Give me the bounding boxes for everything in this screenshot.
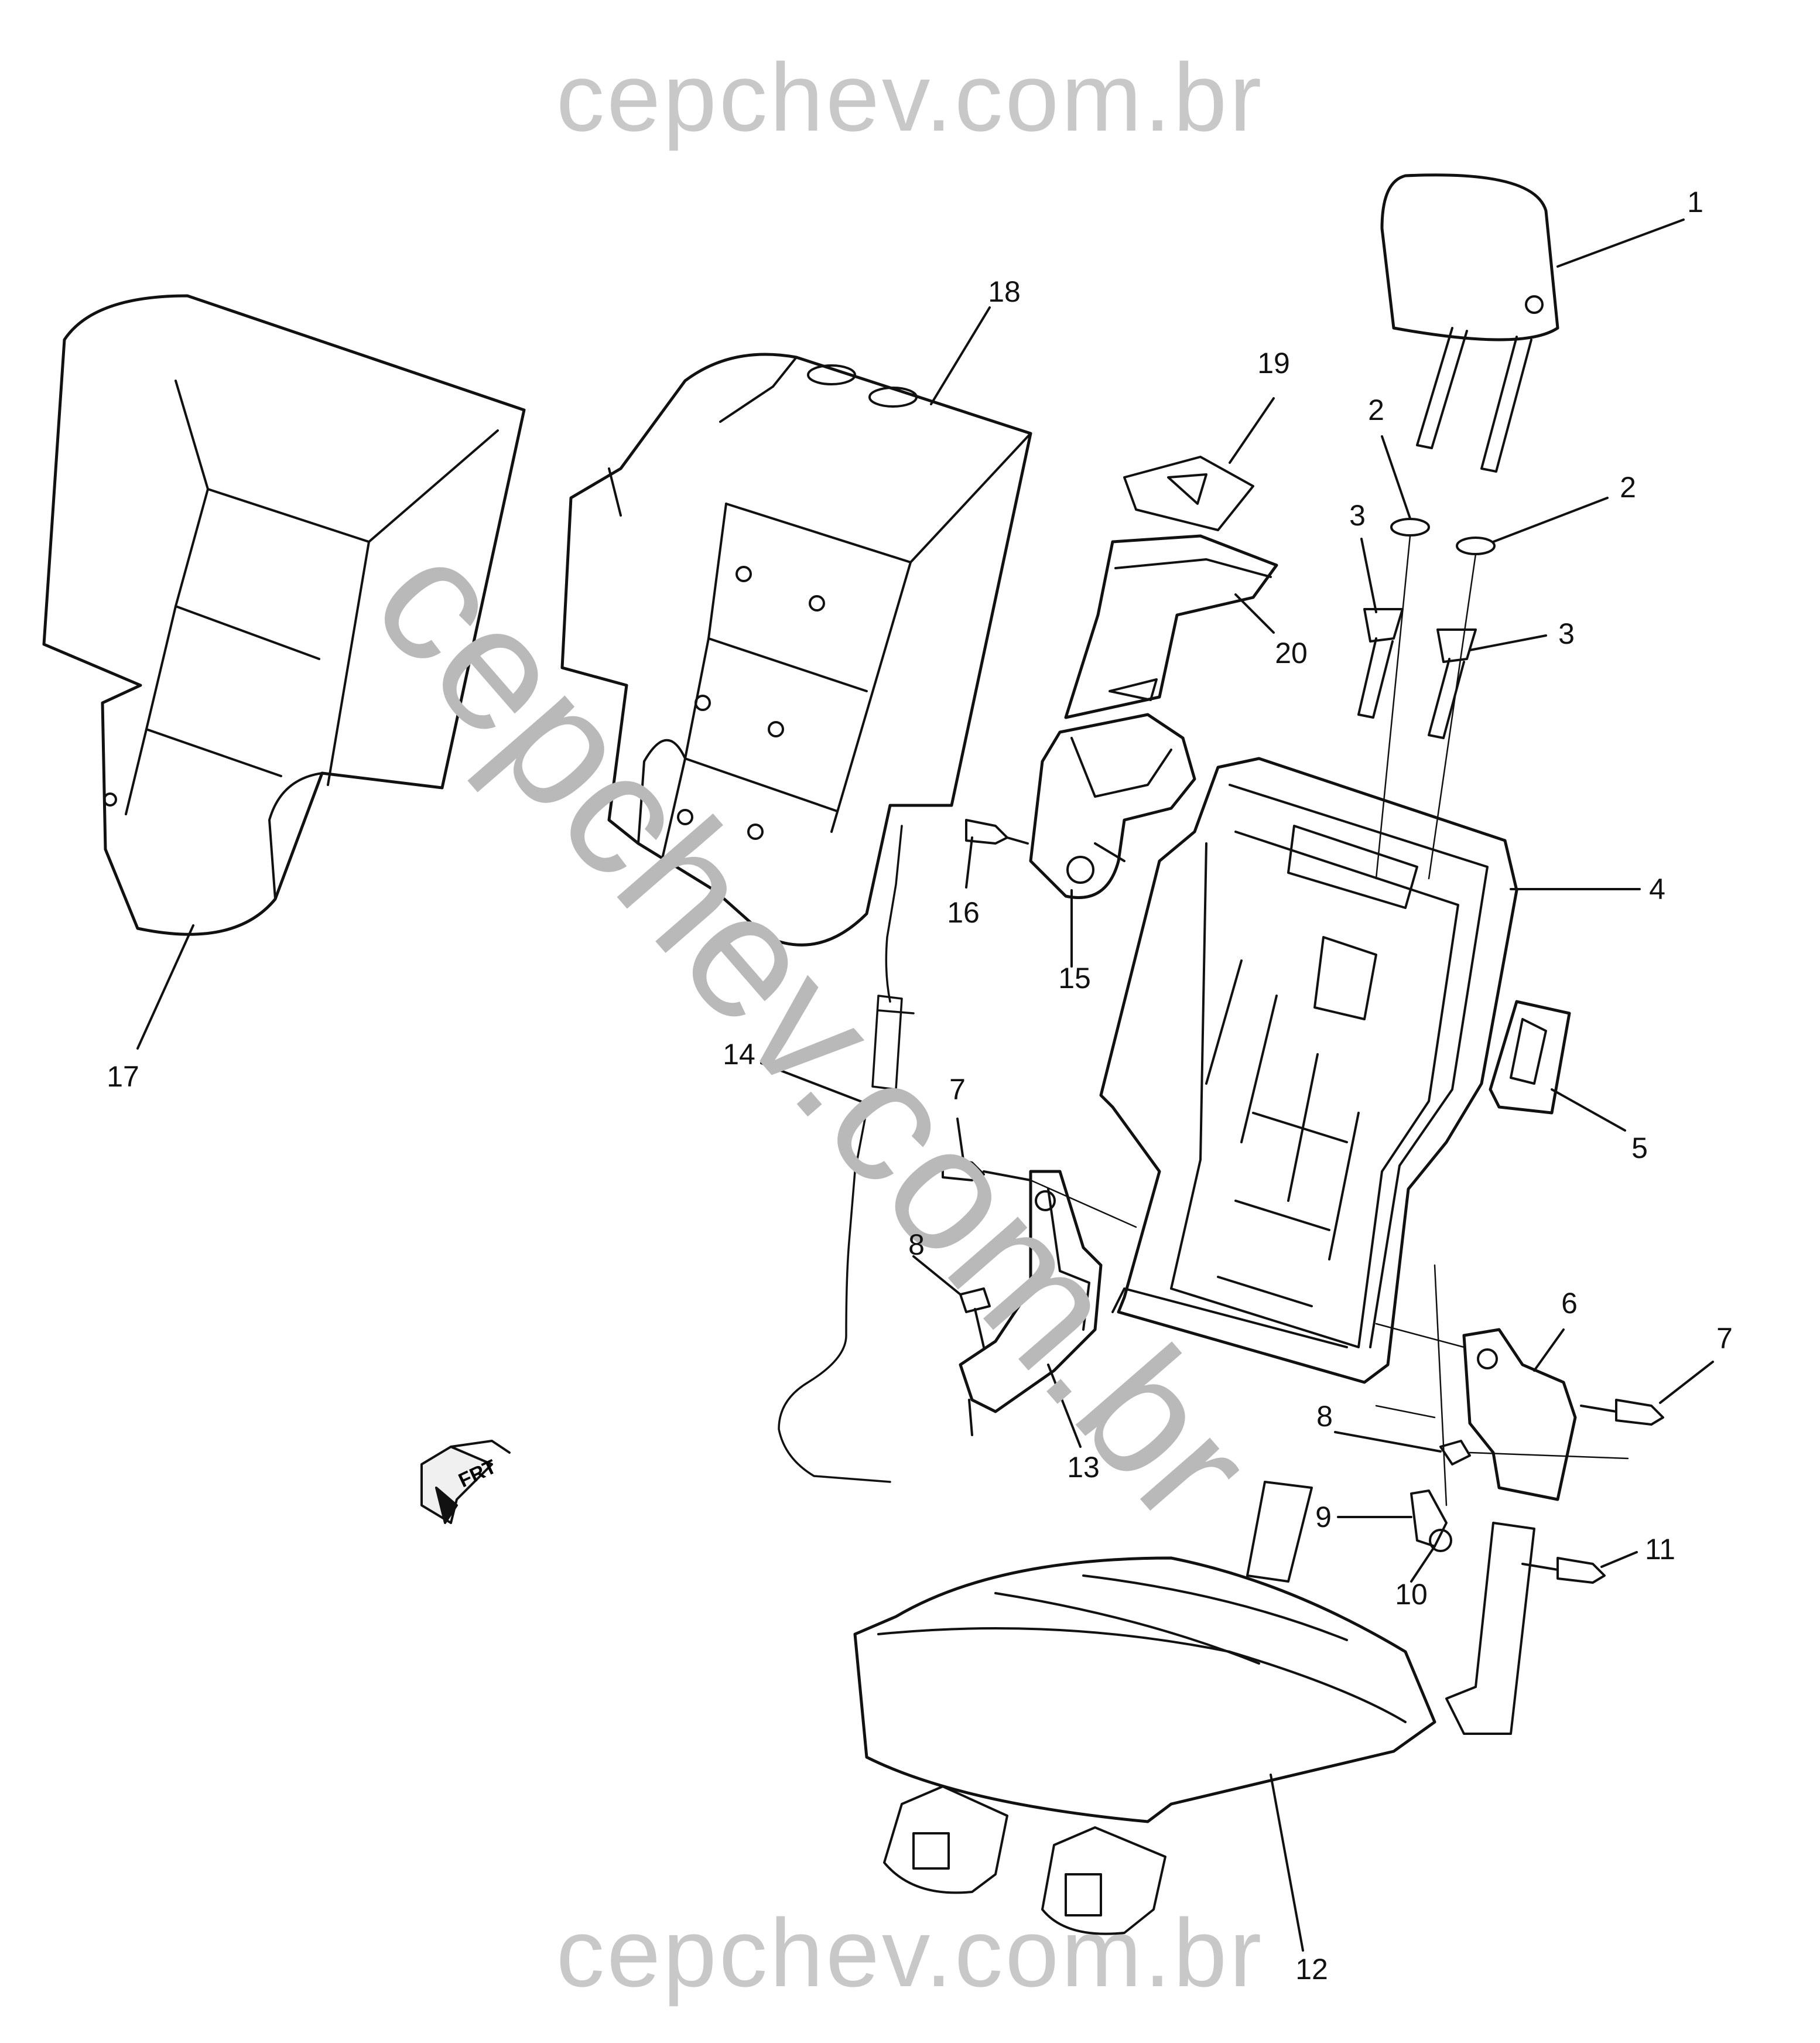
callout-3b: 3	[1558, 617, 1575, 650]
callout-2a: 2	[1368, 394, 1384, 426]
callout-18: 18	[988, 275, 1021, 308]
side-panel	[1489, 1000, 1571, 1115]
callout-7a: 7	[949, 1073, 966, 1106]
front-direction-arrow-icon	[420, 1440, 511, 1524]
pivot-bolt-right	[1580, 1399, 1664, 1426]
latch-cover	[1064, 534, 1278, 719]
seat-cushion	[853, 1481, 1535, 1935]
bolt-lower-right	[1521, 1557, 1606, 1584]
bolt-right	[1439, 1440, 1629, 1465]
callout-9: 9	[1315, 1501, 1332, 1533]
callout-15: 15	[1058, 962, 1091, 995]
callout-10: 10	[1395, 1578, 1428, 1611]
callout-2b: 2	[1620, 471, 1636, 504]
nut	[1429, 1529, 1452, 1552]
latch-assembly	[1029, 713, 1196, 899]
callout-12: 12	[1295, 1953, 1328, 1986]
seat-back-pad	[560, 353, 1032, 947]
bolt-upper	[965, 819, 1029, 845]
pivot-bolt-left	[942, 1156, 1032, 1181]
frt-label: FRT	[455, 1456, 500, 1492]
callout-14: 14	[723, 1038, 755, 1071]
headrest-guides	[1357, 608, 1477, 739]
callout-4: 4	[1649, 873, 1665, 906]
escutcheon	[1123, 456, 1254, 531]
callout-6: 6	[1561, 1287, 1578, 1320]
watermark-top: cepchev.com.br	[556, 43, 1264, 151]
callout-1: 1	[1687, 186, 1703, 218]
head-restraint	[1380, 173, 1559, 473]
callout-7b: 7	[1716, 1322, 1733, 1355]
callout-17: 17	[107, 1060, 139, 1093]
release-cable	[778, 825, 915, 1483]
callout-20: 20	[1275, 637, 1308, 669]
seat-back-frame	[1099, 757, 1518, 1384]
callout-13: 13	[1067, 1451, 1100, 1484]
callout-19: 19	[1257, 347, 1290, 380]
callout-8a: 8	[908, 1228, 925, 1261]
callout-5: 5	[1631, 1132, 1648, 1164]
hinge-bracket-right	[1462, 1328, 1577, 1501]
seat-back-cover	[42, 294, 526, 936]
callout-8b: 8	[1316, 1400, 1333, 1433]
pivot-bracket	[1410, 1489, 1448, 1547]
leader-lines	[136, 218, 1714, 1952]
callout-3a: 3	[1349, 499, 1366, 532]
hinge-bracket-left	[959, 1170, 1103, 1436]
callout-16: 16	[947, 896, 980, 929]
callout-11: 11	[1645, 1533, 1675, 1566]
bolt-left	[959, 1287, 991, 1348]
